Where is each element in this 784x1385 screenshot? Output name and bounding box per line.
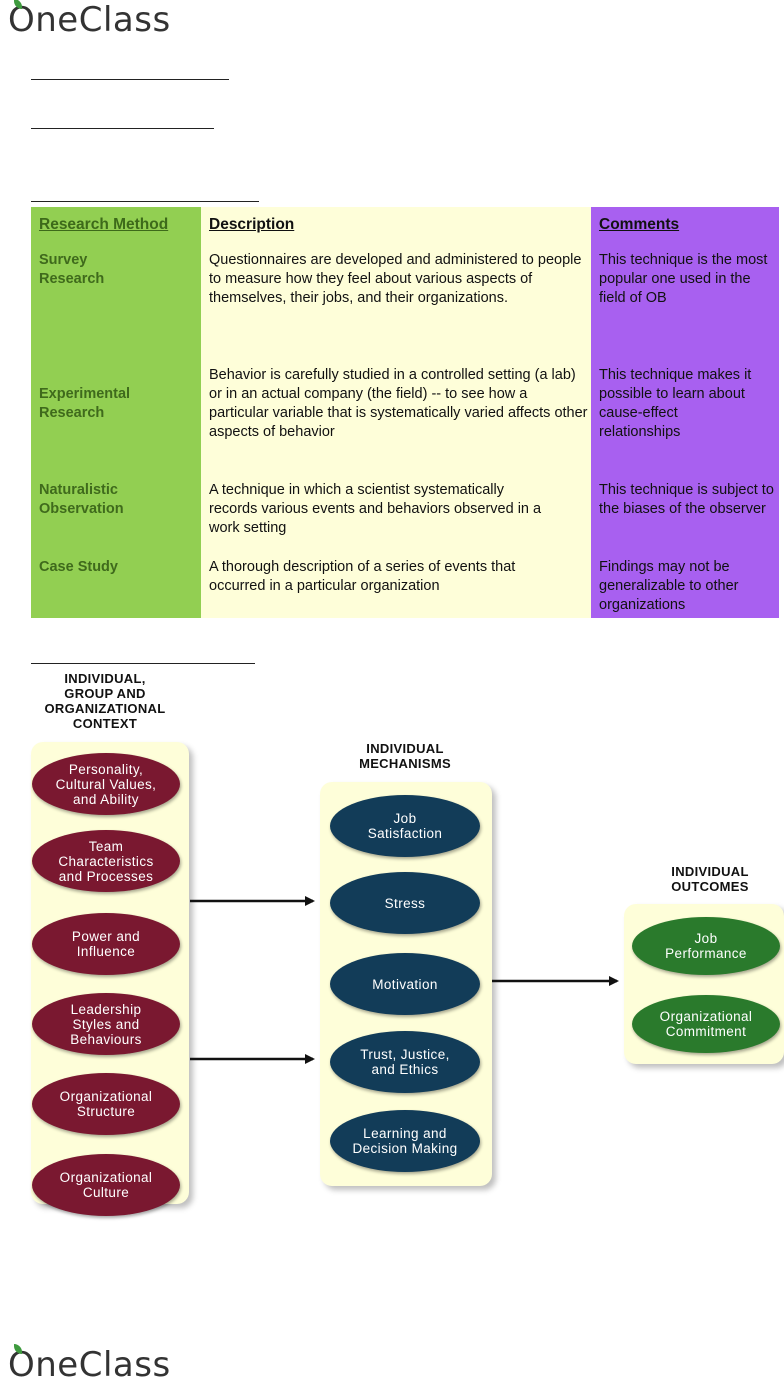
description-cell: Behavior is carefully studied in a contr…: [209, 367, 588, 440]
method-cell: Experimental Research: [39, 386, 131, 421]
context-oval: Organizational Culture: [32, 1154, 180, 1216]
comments-cell: Findings may not be generalizable to oth…: [599, 559, 739, 613]
comments-cell: This technique makes it possible to lear…: [599, 367, 752, 440]
leaf-icon: [14, 1344, 22, 1354]
context-oval-label: Power and Influence: [71, 929, 141, 959]
outcomes-title: INDIVIDUAL OUTCOMES: [671, 864, 749, 894]
mechanism-oval-label: Motivation: [372, 976, 438, 992]
context-oval-label: Leadership Styles and Behaviours: [70, 1001, 142, 1047]
method-cell: Naturalistic Observation: [39, 482, 124, 517]
method-header: Research Method: [39, 216, 169, 233]
description-column: Description Questionnaires are developed…: [201, 207, 591, 618]
heading-rule-3: [31, 201, 259, 202]
context-oval: Leadership Styles and Behaviours: [32, 993, 180, 1055]
description-cell: Questionnaires are developed and adminis…: [209, 252, 582, 306]
heading-rule-1: [31, 79, 229, 80]
description-cell: A technique in which a scientist systema…: [209, 482, 542, 536]
mechanism-oval-label: Job Satisfaction: [367, 811, 443, 841]
description-cell: A thorough description of a series of ev…: [209, 559, 516, 594]
context-oval: Organizational Structure: [32, 1073, 180, 1135]
context-oval-label: Personality, Cultural Values, and Abilit…: [55, 761, 157, 807]
mechanism-oval: Learning and Decision Making: [330, 1110, 480, 1172]
brand-logo-bottom: OneClass: [0, 1344, 171, 1385]
research-methods-table: Research Method Survey Research Experime…: [31, 207, 779, 618]
context-oval-label: Team Characteristics and Processes: [58, 838, 154, 884]
context-oval: Personality, Cultural Values, and Abilit…: [32, 753, 180, 815]
brand-text: OneClass: [8, 1345, 171, 1385]
mechanism-oval: Motivation: [330, 953, 480, 1015]
mechanism-oval-label: Stress: [384, 895, 426, 911]
method-cell: Survey Research: [39, 252, 105, 287]
mechanism-oval: Trust, Justice, and Ethics: [330, 1031, 480, 1093]
brand-logo-top: OneClass: [0, 0, 171, 40]
heading-rule-2: [31, 128, 214, 129]
outcome-oval-label: Organizational Commitment: [659, 1009, 753, 1039]
context-title: INDIVIDUAL, GROUP AND ORGANIZATIONAL CON…: [44, 671, 166, 731]
method-column: Research Method Survey Research Experime…: [31, 207, 201, 618]
comments-cell: This technique is the most popular one u…: [599, 252, 768, 306]
description-header: Description: [209, 216, 295, 233]
mechanisms-title: INDIVIDUAL MECHANISMS: [359, 741, 451, 771]
outcome-oval: Job Performance: [632, 917, 780, 975]
mechanism-oval: Stress: [330, 872, 480, 934]
context-oval-label: Organizational Structure: [59, 1089, 153, 1119]
method-cell: Case Study: [39, 559, 118, 575]
mechanism-oval-label: Trust, Justice, and Ethics: [360, 1047, 450, 1077]
outcome-oval-label: Job Performance: [665, 931, 747, 961]
comments-column: Comments This technique is the most popu…: [591, 207, 779, 618]
leaf-icon: [14, 0, 22, 9]
brand-text: OneClass: [8, 0, 171, 40]
outcome-oval: Organizational Commitment: [632, 995, 780, 1053]
comments-cell: This technique is subject to the biases …: [599, 482, 774, 517]
mechanism-oval-label: Learning and Decision Making: [352, 1126, 458, 1156]
context-oval: Team Characteristics and Processes: [32, 830, 180, 892]
comments-header: Comments: [599, 216, 680, 233]
context-oval: Power and Influence: [32, 913, 180, 975]
mechanism-oval: Job Satisfaction: [330, 795, 480, 857]
heading-rule-4: [31, 663, 255, 664]
context-oval-label: Organizational Culture: [59, 1170, 153, 1200]
